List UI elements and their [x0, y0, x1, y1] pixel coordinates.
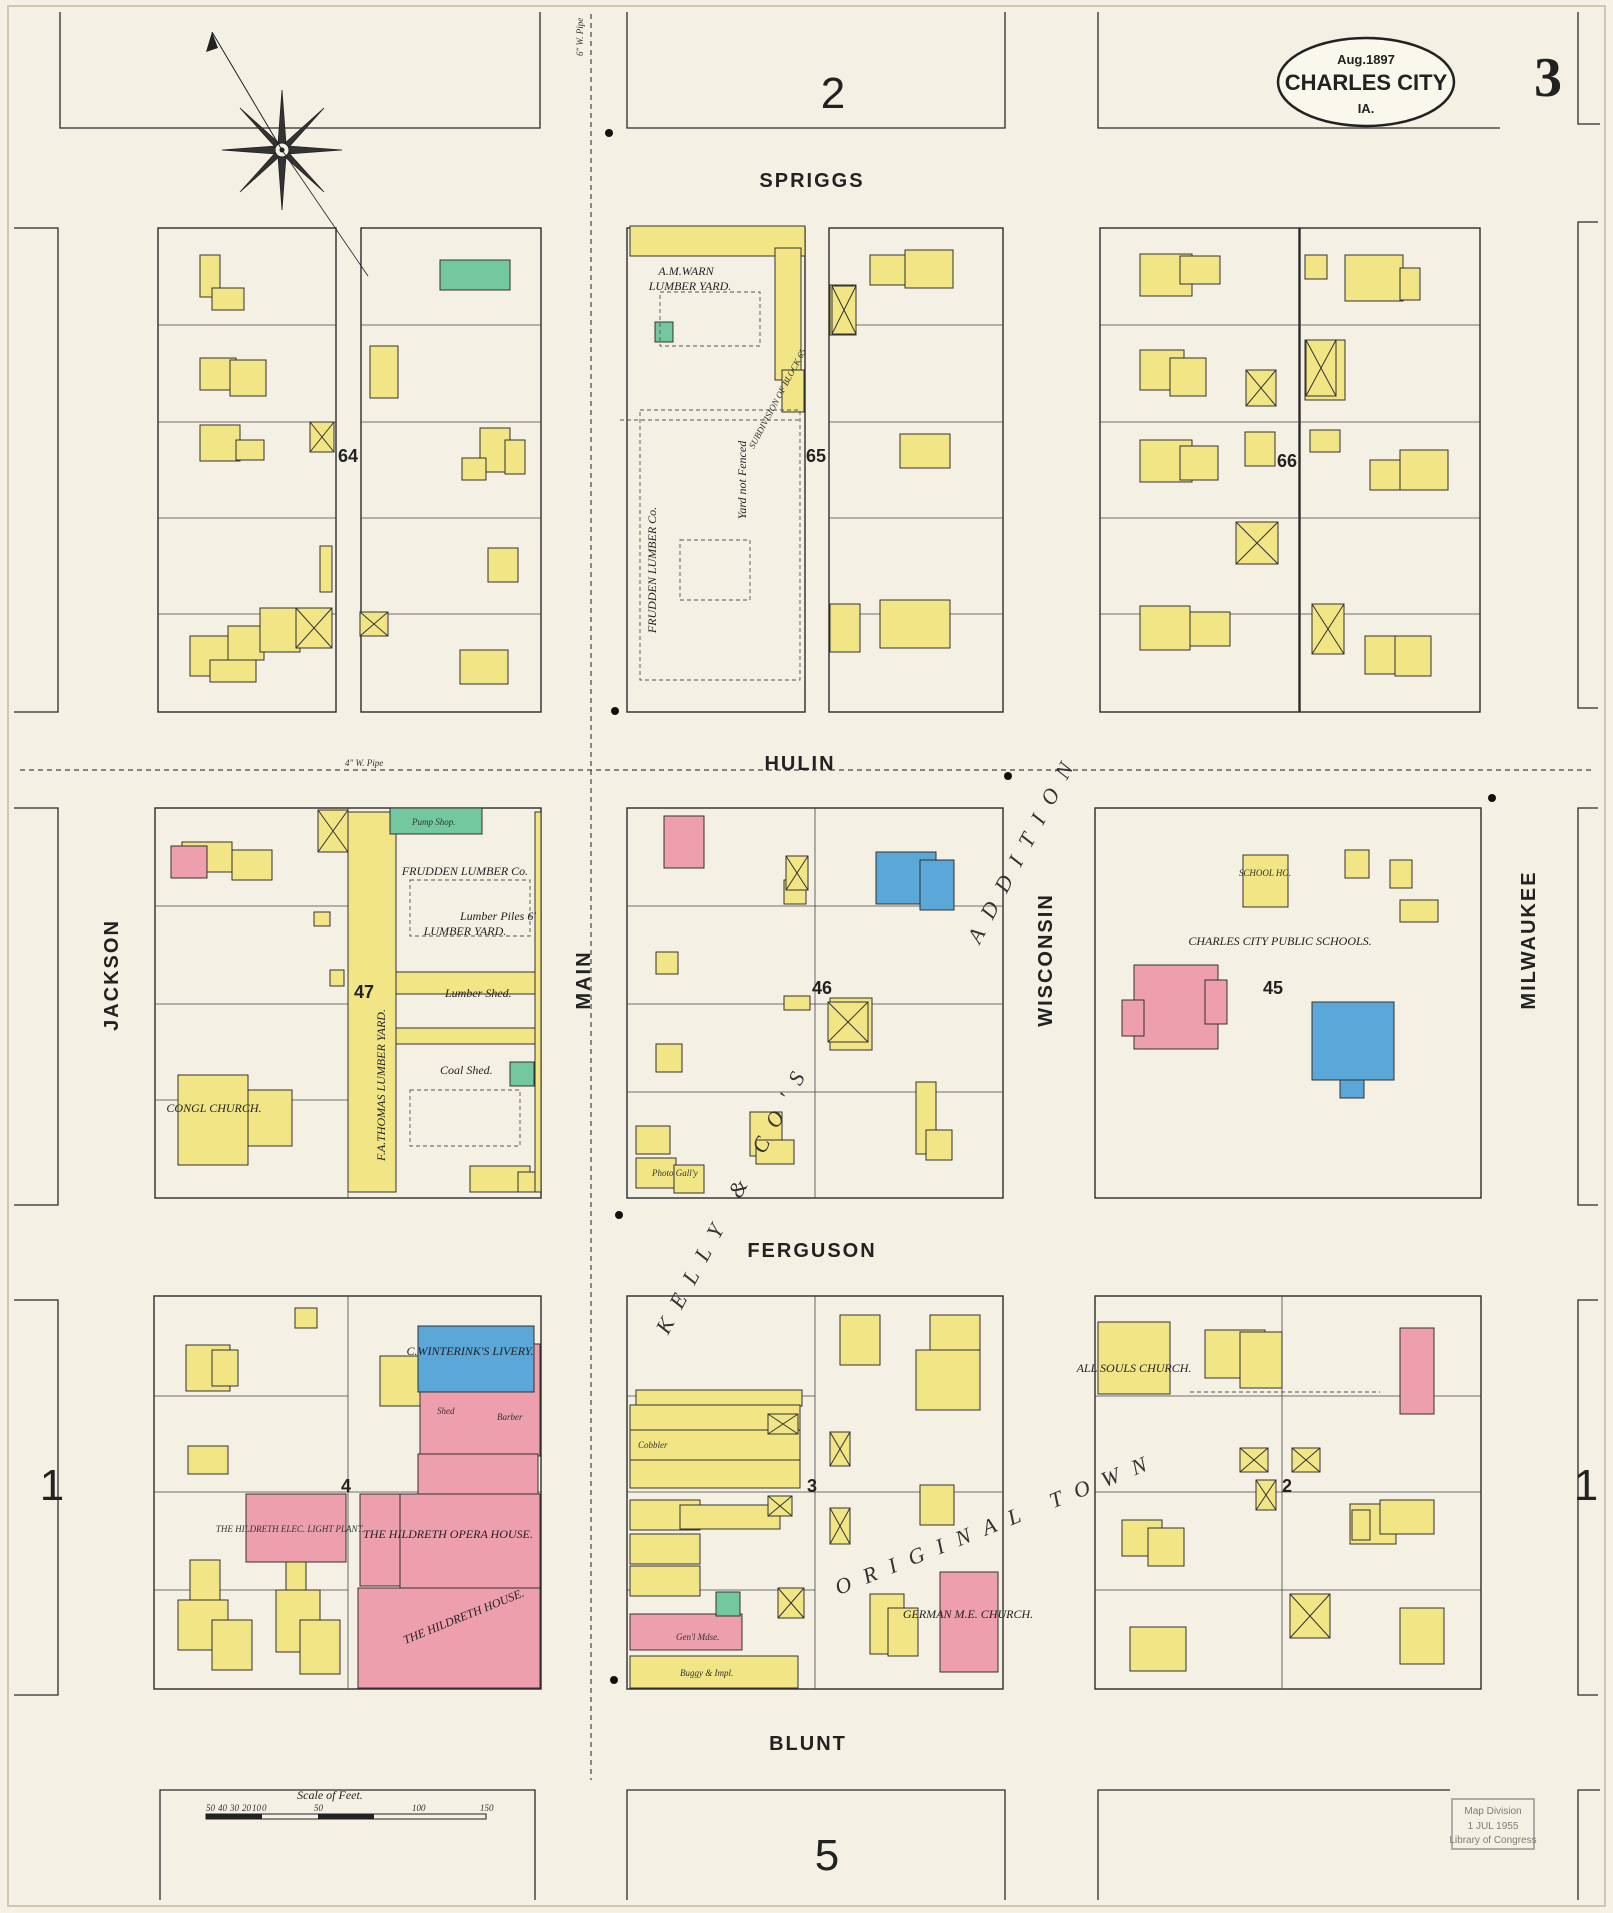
label-lumber-piles: Lumber Piles 6' [459, 909, 536, 923]
block-number-45: 45 [1263, 978, 1283, 998]
scale-tick-8: 150 [480, 1803, 494, 1813]
title-city: CHARLES CITY [1285, 70, 1448, 95]
block-number-3: 3 [807, 1476, 817, 1496]
scale-tick-0: 50 [206, 1803, 216, 1813]
block-number-47: 47 [354, 982, 374, 1002]
label-opera: THE HILDRETH OPERA HOUSE. [363, 1527, 533, 1541]
label-lumber-yard: LUMBER YARD. [423, 924, 507, 938]
lumber-piles [409, 291, 1380, 1393]
street-ferguson: FERGUSON [747, 1240, 876, 1262]
label-cong-church: CONGL CHURCH. [166, 1101, 261, 1115]
street-milwaukee: MILWAUKEE [1518, 870, 1540, 1009]
block-66-west [1099, 227, 1300, 713]
label-all-souls: ALL SOULS CHURCH. [1076, 1361, 1192, 1375]
label-thomas-yard: F.A.THOMAS LUMBER YARD. [374, 1009, 388, 1162]
title-state: IA. [1358, 101, 1375, 116]
adjacent-sheet-top: 2 [821, 69, 845, 118]
stone-buildings [417, 851, 1395, 1393]
street-spriggs: SPRIGGS [759, 170, 864, 192]
label-buggy: Buggy & Impl. [680, 1668, 733, 1678]
label-school-ho: SCHOOL HO. [1239, 868, 1291, 878]
label-light-plant: THE HILDRETH ELEC. LIGHT PLANT. [216, 1524, 364, 1534]
scale-tick-3: 20 [242, 1803, 252, 1813]
scale-title: Scale of Feet. [297, 1788, 363, 1802]
scale-bar: Scale of Feet. 50 40 30 20 10 0 50 100 1… [205, 1788, 494, 1820]
label-livery: C.WINTERINK'S LIVERY. [407, 1344, 534, 1358]
label-lumber-shed: Lumber Shed. [444, 986, 512, 1000]
sheet-number: 3 [1534, 47, 1562, 109]
label-cobbler: Cobbler [638, 1440, 668, 1450]
title-cartouche: Aug.1897 CHARLES CITY IA. [1276, 36, 1456, 128]
adjacent-sheet-left: 1 [40, 1461, 64, 1510]
stamp-line-1: Map Division [1464, 1806, 1521, 1817]
top-adjacent-blocks [14, 12, 1600, 1900]
block-2 [1094, 1295, 1482, 1690]
scale-tick-1: 40 [218, 1803, 228, 1813]
label-warn-yard: LUMBER YARD. [648, 279, 732, 293]
compass-rose-icon [206, 31, 369, 277]
block-45 [1094, 807, 1482, 1199]
block-65-east [828, 227, 1004, 713]
block-number-64: 64 [338, 446, 358, 466]
label-fruden-upper: FRUDDEN LUMBER Co. [645, 507, 659, 634]
block-number-65: 65 [806, 446, 826, 466]
scale-tick-5: 0 [262, 1803, 267, 1813]
scale-tick-7: 100 [412, 1803, 426, 1813]
block-number-4: 4 [341, 1476, 351, 1496]
scale-tick-2: 30 [229, 1803, 240, 1813]
street-hulin: HULIN [764, 753, 835, 775]
street-jackson: JACKSON [101, 919, 123, 1031]
adjacent-sheet-bottom: 5 [815, 1831, 839, 1880]
block-number-66: 66 [1277, 451, 1297, 471]
label-shed: Shed [437, 1406, 455, 1416]
hydrants [605, 129, 1496, 1684]
title-date: Aug.1897 [1337, 52, 1395, 67]
adjacent-sheet-right: 1 [1574, 1461, 1598, 1510]
block-4 [153, 1295, 542, 1690]
block-66-east [1299, 227, 1481, 713]
pipe-label: 4" W. Pipe [345, 758, 383, 768]
label-warn-name: A.M.WARN [657, 264, 714, 278]
block-number-2: 2 [1282, 1476, 1292, 1496]
adobe-buildings [389, 259, 741, 1617]
label-german-me: GERMAN M.E. CHURCH. [903, 1607, 1033, 1621]
stamp-line-2: 1 JUL 1955 [1468, 1821, 1519, 1832]
label-yard-not-fenced: Yard not Fenced [735, 440, 749, 519]
street-blunt: BLUNT [769, 1733, 847, 1755]
street-wisconsin: WISCONSIN [1035, 893, 1057, 1027]
library-stamp: Map Division 1 JUL 1955 Library of Congr… [1449, 1798, 1537, 1850]
block-64-east [360, 227, 542, 713]
label-photo-gall: Photo Gall'y [651, 1168, 698, 1178]
shed-markers [295, 285, 1345, 1639]
brick-buildings [170, 815, 1435, 1689]
label-pump-shop: Pump Shop. [411, 817, 456, 827]
scale-tick-4: 10 [252, 1803, 262, 1813]
stamp-line-3: Library of Congress [1449, 1835, 1536, 1846]
block-number-46: 46 [812, 978, 832, 998]
block-64-west [157, 227, 337, 713]
label-genl-mdse: Gen'l Mdse. [676, 1632, 719, 1642]
label-fruden-lower: FRUDDEN LUMBER Co. [401, 864, 528, 878]
scale-tick-6: 50 [314, 1803, 324, 1813]
label-barber: Barber [497, 1412, 523, 1422]
pipe-label-6: 6" W. Pipe [575, 18, 585, 56]
street-main: MAIN [573, 950, 595, 1009]
label-coal-shed: Coal Shed. [440, 1063, 493, 1077]
water-pipes [20, 14, 1595, 1780]
label-schools: CHARLES CITY PUBLIC SCHOOLS. [1188, 934, 1371, 948]
